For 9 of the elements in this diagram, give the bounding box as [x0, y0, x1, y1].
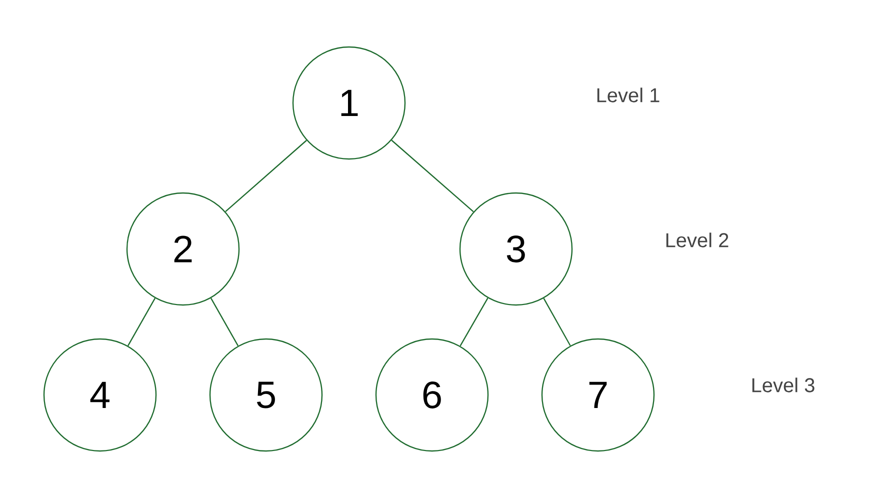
level-label: Level 3	[752, 378, 814, 392]
connector-line	[460, 298, 488, 346]
level-label: Level 2	[666, 232, 728, 248]
connector-line	[210, 298, 239, 346]
connector-line	[391, 140, 474, 212]
connector-line	[127, 298, 156, 346]
connector-line	[543, 298, 571, 346]
level-label: Level 1	[597, 88, 660, 102]
connector-line	[225, 140, 307, 212]
